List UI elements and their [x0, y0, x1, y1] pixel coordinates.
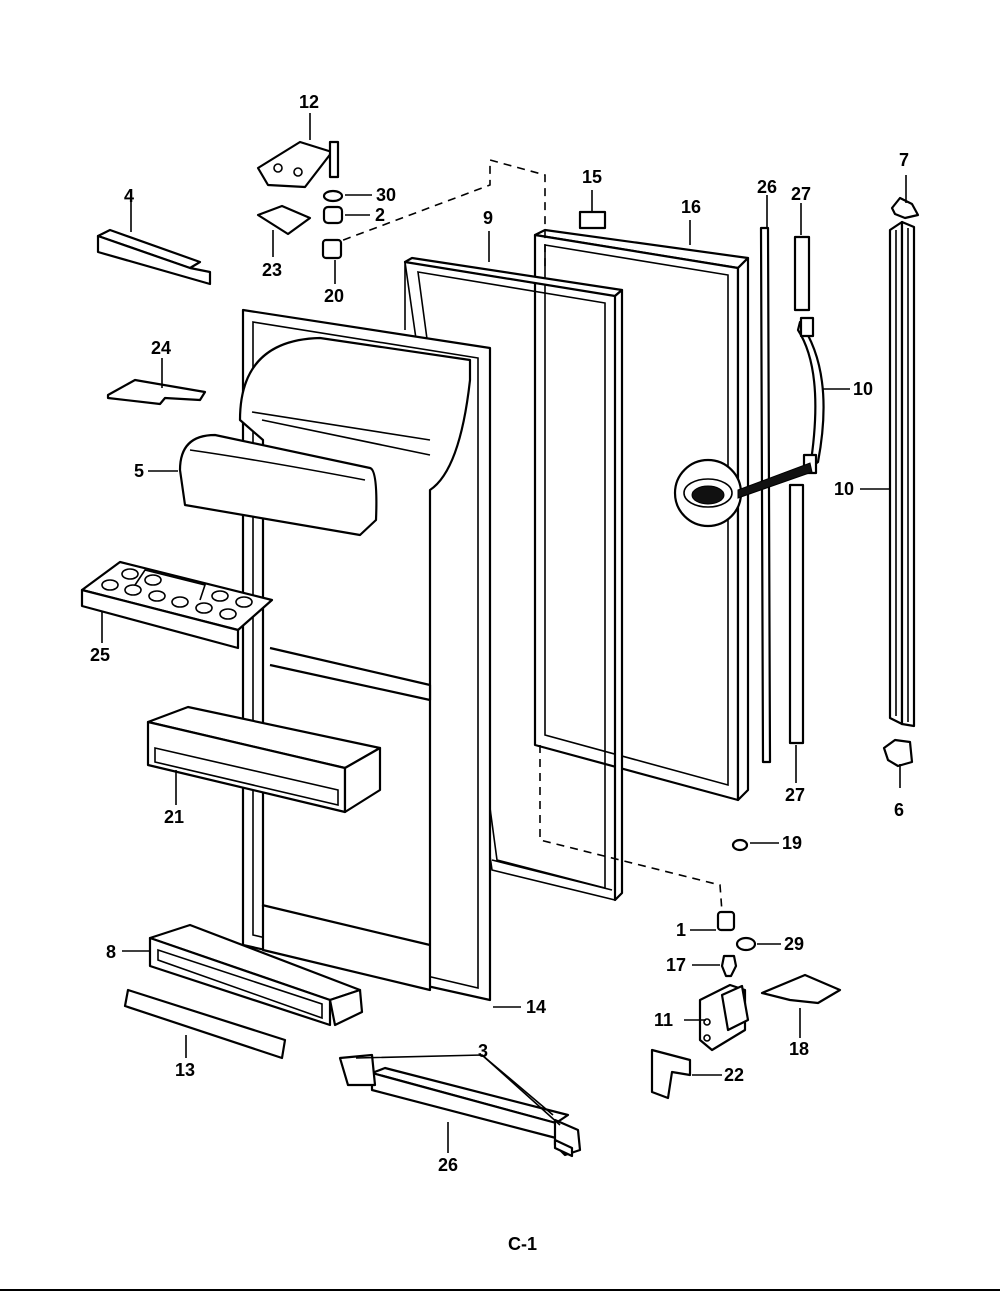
callout-27a: 27 [791, 184, 811, 204]
upper-hinge [256, 140, 340, 189]
callout-29: 29 [784, 934, 804, 954]
hinge-washer [322, 189, 344, 203]
hinge-bushing [322, 205, 344, 225]
handle-extrusion [888, 220, 916, 728]
callout-13: 13 [175, 1060, 195, 1080]
callout-10a: 10 [853, 379, 873, 399]
detail-magnifier [673, 458, 813, 528]
callout-19: 19 [782, 833, 802, 853]
handle-spacer-lower [788, 483, 805, 745]
callout-15: 15 [582, 167, 602, 187]
callout-23: 23 [262, 260, 282, 280]
inner-door-liner [238, 308, 492, 1002]
handle-spacer-upper [793, 235, 811, 312]
callout-2: 2 [375, 205, 385, 225]
plug-button [731, 838, 749, 852]
handle-top-cap [890, 196, 920, 220]
callout-6: 6 [894, 800, 904, 820]
callout-14: 14 [526, 997, 546, 1017]
callout-22: 22 [724, 1065, 744, 1085]
callout-11: 11 [654, 1010, 673, 1030]
egg-tray [80, 560, 274, 650]
callout-25: 25 [90, 645, 110, 665]
leader-lines [101, 113, 907, 1153]
shelf-trim-strip [123, 988, 287, 1060]
hinge-cover [650, 1048, 692, 1100]
callout-26b: 26 [757, 177, 777, 197]
callout-27b: 27 [785, 785, 805, 805]
door-bin [146, 705, 382, 814]
hinge-pin-bushing [716, 910, 736, 932]
callout-8: 8 [106, 942, 116, 962]
hinge-shim [256, 204, 312, 236]
callout-21: 21 [164, 807, 184, 827]
page-id: C-1 [508, 1234, 537, 1254]
hinge-pin [720, 954, 738, 978]
callout-7: 7 [899, 150, 909, 170]
callout-9: 9 [483, 208, 493, 228]
dairy-compartment-cover [178, 433, 378, 537]
hinge-plate [760, 973, 842, 1005]
handle-bottom-cap [882, 738, 914, 768]
callout-18: 18 [789, 1039, 809, 1059]
callout-4: 4 [124, 186, 134, 206]
hinge-spacer [321, 238, 343, 260]
callout-12: 12 [299, 92, 319, 112]
bottom-trim-assembly [338, 1053, 582, 1158]
hinge-washer-lower [735, 936, 757, 952]
callout-24: 24 [151, 338, 171, 358]
callout-26a: 26 [438, 1155, 458, 1175]
lower-door-shelf [148, 923, 364, 1027]
outer-door-panel [533, 228, 750, 802]
callout-20: 20 [324, 286, 344, 306]
callout-5: 5 [134, 461, 144, 481]
door-rod [759, 226, 772, 764]
door-label [578, 210, 607, 230]
callout-17: 17 [666, 955, 686, 975]
callout-3: 3 [478, 1041, 488, 1061]
callout-10b: 10 [834, 479, 854, 499]
callout-1: 1 [676, 920, 686, 940]
callout-16: 16 [681, 197, 701, 217]
callouts: 1 2 3 4 5 6 7 8 9 10 10 11 12 13 14 15 1… [90, 92, 909, 1175]
butter-compartment-door [106, 378, 207, 406]
door-top-trim [96, 228, 212, 286]
door-handle [796, 316, 825, 475]
lower-hinge-bracket [698, 983, 750, 1052]
callout-30: 30 [376, 185, 396, 205]
